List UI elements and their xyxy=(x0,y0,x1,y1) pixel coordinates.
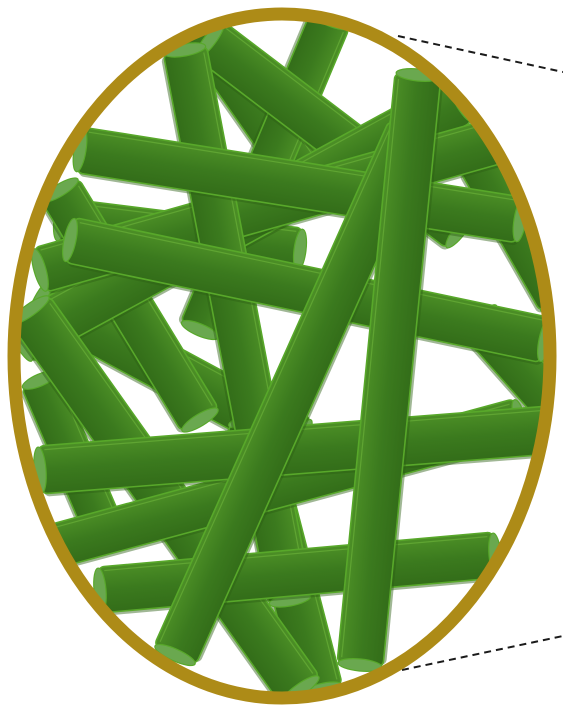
fiber-network xyxy=(3,2,563,710)
